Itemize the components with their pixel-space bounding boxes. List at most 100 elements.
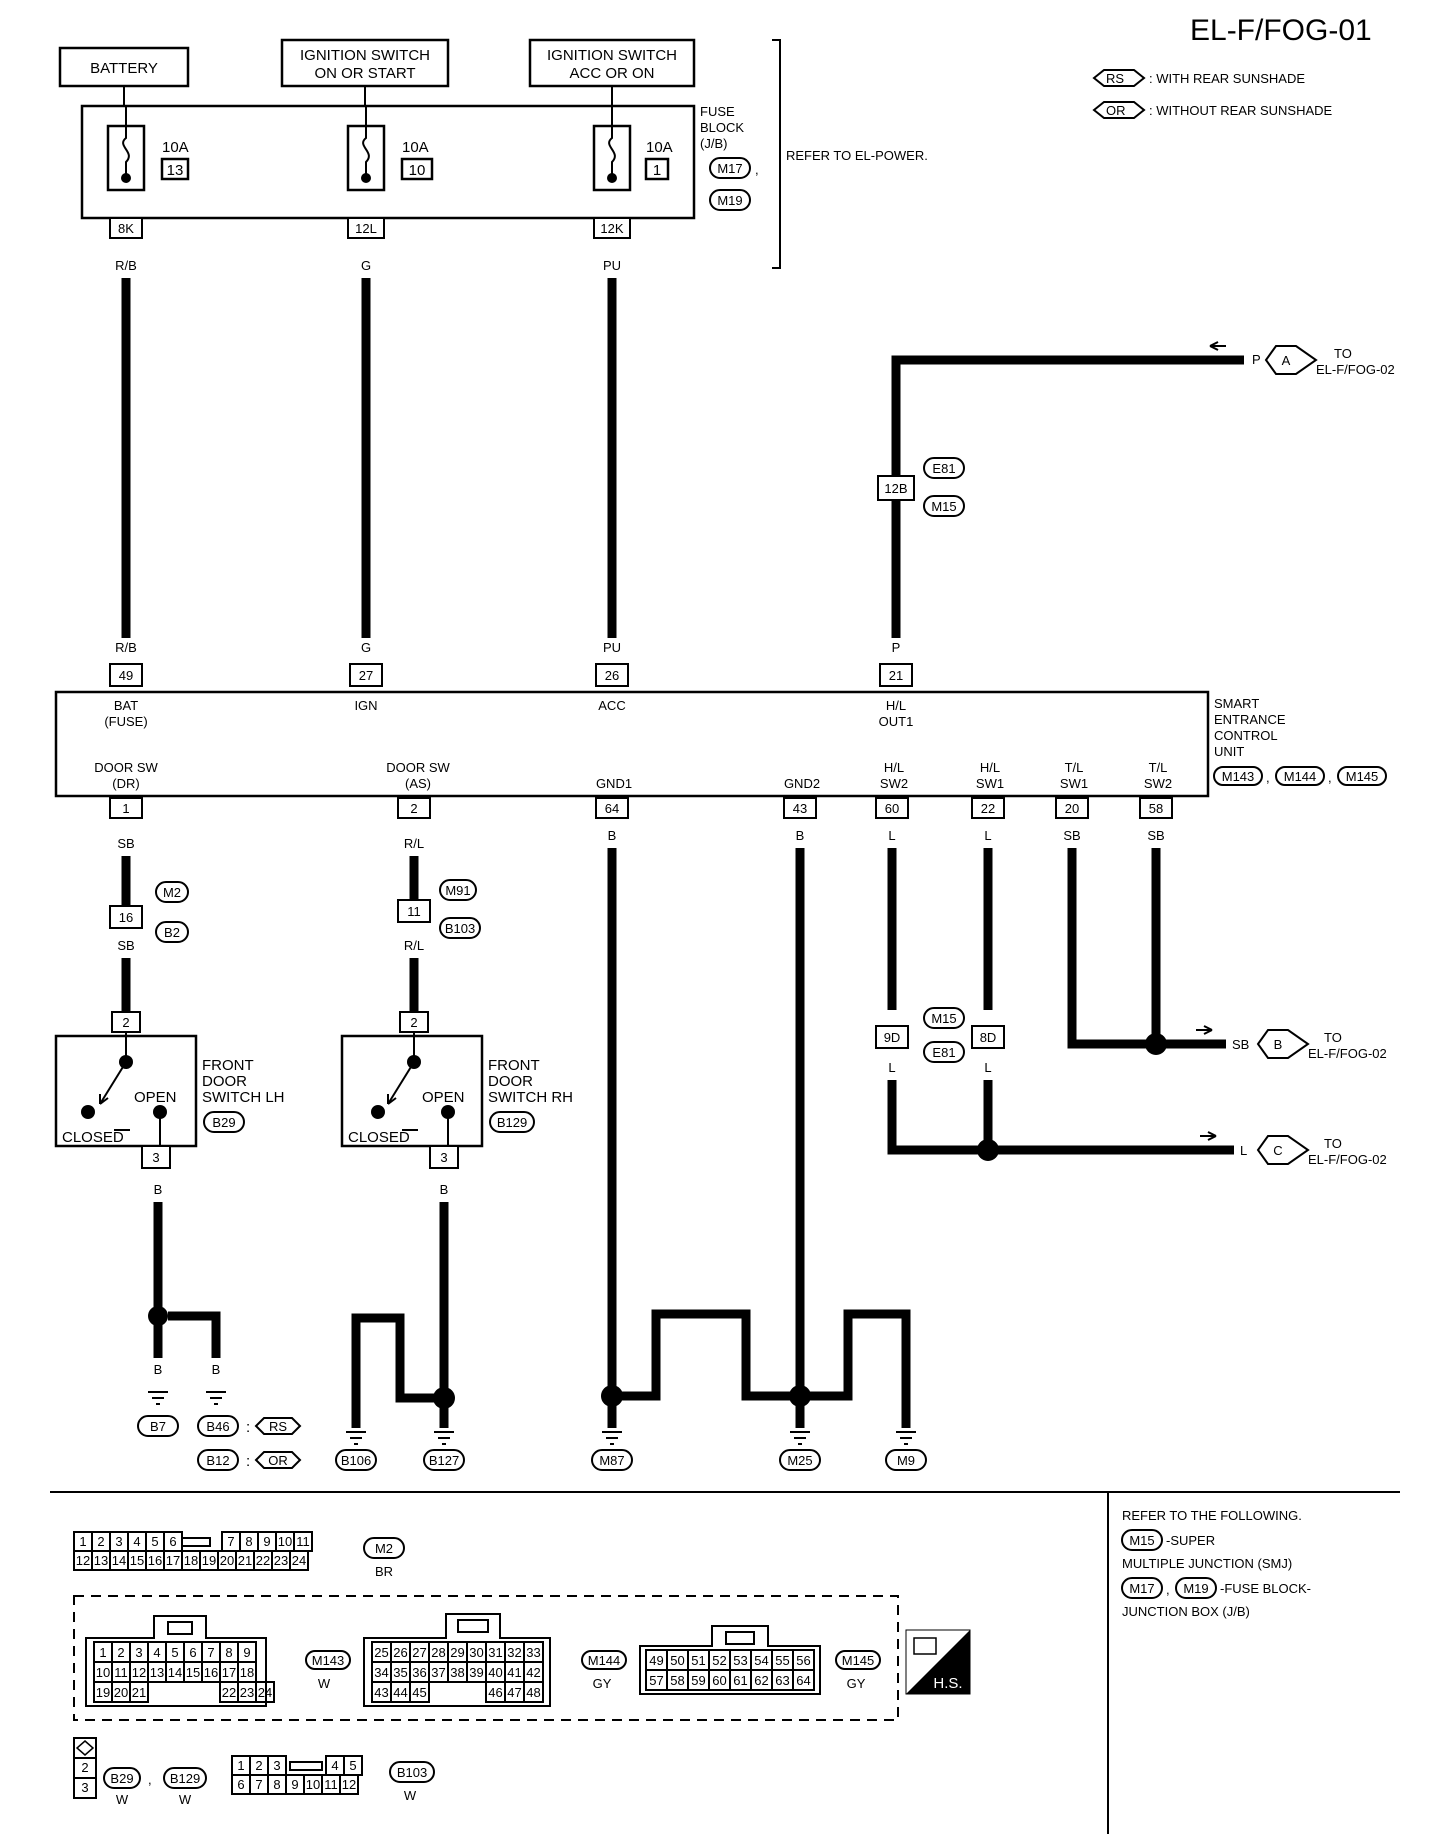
pin-8k: 8K — [118, 221, 134, 236]
cv-m2-pin-8: 8 — [245, 1534, 252, 1549]
cv-m144-pin-36: 36 — [412, 1665, 426, 1680]
cv-m144-pin-35: 35 — [393, 1665, 407, 1680]
cu-door-dr-2: (DR) — [112, 776, 139, 791]
cv-m145-color: GY — [847, 1676, 866, 1691]
cv-b103-pin-10: 10 — [306, 1777, 320, 1792]
rh-pin-top: 2 — [410, 1015, 417, 1030]
gnd-b7: B7 — [150, 1419, 166, 1434]
cu-conn-comma-2: , — [1328, 770, 1332, 785]
cv-m144-pin-44: 44 — [393, 1685, 407, 1700]
cu-pin-60: 60 — [885, 801, 899, 816]
cv-m143-pin-4: 4 — [153, 1645, 160, 1660]
inline-pin-8d: 8D — [980, 1030, 997, 1045]
wire-pu-top: PU — [603, 258, 621, 273]
cv-m143-pin-5: 5 — [171, 1645, 178, 1660]
cv-m2-pin-11: 11 — [296, 1534, 310, 1549]
conn-m2: M2 — [163, 885, 181, 900]
cv-m143-pin-6: 6 — [189, 1645, 196, 1660]
gnd-b12: B12 — [206, 1453, 229, 1468]
fuse-10: 10A 10 — [346, 106, 434, 192]
cv-m144-pin-32: 32 — [507, 1645, 521, 1660]
cv-m145-pin-57: 57 — [649, 1673, 663, 1688]
gnd-wire-m25-b: B — [796, 1362, 805, 1377]
ground-symbols: B B B B B B B B B B B B7 B46 : RS B12 : … — [136, 1362, 928, 1471]
cv-m145-pin-55: 55 — [775, 1653, 789, 1668]
fuse-1-num: 1 — [653, 162, 661, 179]
cv-m2-pin-9: 9 — [263, 1534, 270, 1549]
cv-b103-pin-9: 9 — [291, 1777, 298, 1792]
refer-c-m17: M17 — [1129, 1581, 1154, 1596]
cu-gnd1: GND1 — [596, 776, 632, 791]
cu-tlsw1-1: T/L — [1065, 760, 1084, 775]
fuse-13-num: 13 — [167, 162, 184, 179]
cu-bat-1: BAT — [114, 698, 138, 713]
cv-b103-pin-11: 11 — [324, 1777, 338, 1792]
arrow-a-letter: A — [1282, 353, 1291, 368]
battery-label: BATTERY — [90, 60, 158, 77]
cv-m144-pin-29: 29 — [450, 1645, 464, 1660]
cv-m143-pin-3: 3 — [135, 1645, 142, 1660]
cv-m144-pin-30: 30 — [469, 1645, 483, 1660]
conn-b2: B2 — [164, 925, 180, 940]
arrow-c-letter: C — [1273, 1143, 1282, 1158]
cv-m145-housing — [639, 1625, 821, 1695]
wire-p-lower: P — [892, 516, 901, 531]
conn-e81: E81 — [932, 461, 955, 476]
source-ignition-on: IGNITION SWITCH ON OR START — [280, 38, 450, 106]
cv-b129-color: W — [179, 1792, 192, 1807]
wire-sb-1: SB — [117, 836, 134, 851]
rh-open: OPEN — [422, 1089, 465, 1106]
cv-m144-pin-45-cell — [409, 1681, 430, 1703]
wire-rl-1: R/L — [404, 836, 424, 851]
pin-12k: 12K — [600, 221, 623, 236]
legend-code-rs: RS — [1106, 71, 1124, 86]
cv-m2-pin-18: 18 — [184, 1553, 198, 1568]
cu-pin-26: 26 — [605, 668, 619, 683]
cv-m145-pin-62: 62 — [754, 1673, 768, 1688]
cv-m145-pin-59: 59 — [691, 1673, 705, 1688]
cu-ign: IGN — [354, 698, 377, 713]
cv-m2-pin-21: 21 — [238, 1553, 252, 1568]
cv-m2-pin-16: 16 — [148, 1553, 162, 1568]
conn-m15: M15 — [931, 499, 956, 514]
cv-m145-pin-61: 61 — [733, 1673, 747, 1688]
cv-m145-pin-63: 63 — [775, 1673, 789, 1688]
cu-name-4: UNIT — [1214, 744, 1244, 759]
cv-m143-pin-16: 16 — [204, 1665, 218, 1680]
cu-door-as-1: DOOR SW — [386, 760, 450, 775]
cu-hl-out-2: OUT1 — [879, 714, 914, 729]
cv-m2-pin-3: 3 — [115, 1534, 122, 1549]
wire-sb-tl1: SB — [1063, 828, 1080, 843]
gnd-m87: M87 — [599, 1453, 624, 1468]
refer-note: REFER TO THE FOLLOWING. M15 -SUPER MULTI… — [1120, 1508, 1311, 1619]
lh-name-1: FRONT — [202, 1057, 254, 1074]
cu-pin-58: 58 — [1149, 801, 1163, 816]
cv-m2-pin-13: 13 — [94, 1553, 108, 1568]
cv-m143-lock — [167, 1621, 193, 1635]
cv-m144-pin-37: 37 — [431, 1665, 445, 1680]
cv-m145-pin-52: 52 — [712, 1653, 726, 1668]
cv-m143-name: M143 — [312, 1653, 345, 1668]
inline-pin-11: 11 — [407, 904, 421, 919]
conn-e81-b: E81 — [932, 1045, 955, 1060]
wire-l-8d-top: L — [984, 992, 991, 1007]
cv-m145-pin-54: 54 — [754, 1653, 768, 1668]
cv-m2-pin-23: 23 — [274, 1553, 288, 1568]
gnd-wire-m25-c: B — [844, 1362, 853, 1377]
cv-m145-pin-64: 64 — [796, 1673, 810, 1688]
cv-m2-pin-6: 6 — [169, 1534, 176, 1549]
refer-line3: MULTIPLE JUNCTION (SMJ) — [1122, 1556, 1292, 1571]
cv-m144-lock — [457, 1619, 489, 1633]
gnd-or: OR — [268, 1453, 288, 1468]
cv-m144-pin-39: 39 — [469, 1665, 483, 1680]
cu-pin-21: 21 — [889, 668, 903, 683]
cv-m143-pin-13: 13 — [150, 1665, 164, 1680]
cu-pin-49: 49 — [119, 668, 133, 683]
cv-m2-name: M2 — [375, 1541, 393, 1556]
wire-pu-bottom: PU — [603, 640, 621, 655]
cv-m144-pin-48-cell — [523, 1681, 544, 1703]
cv-m2-pin-14: 14 — [112, 1553, 126, 1568]
page-title: EL-F/FOG-01 — [1190, 14, 1372, 47]
cv-m143-housing — [85, 1615, 267, 1707]
